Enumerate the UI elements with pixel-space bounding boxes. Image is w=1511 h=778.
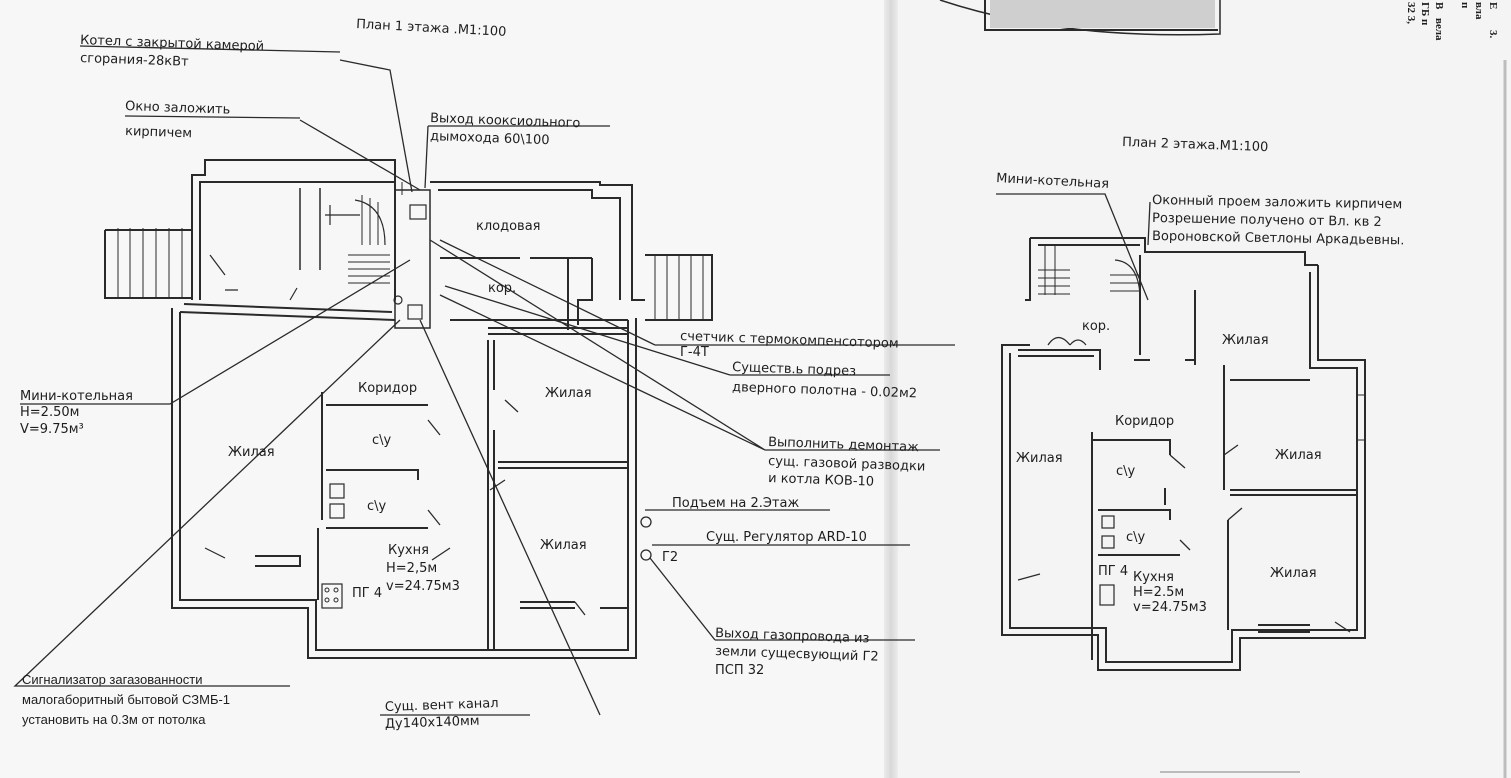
room-living-mid-bottom: Жилая [540,538,587,553]
plan2-callout-mini: Мини-котельная [996,171,1110,192]
room-kitchen-name: Кухня [388,543,429,558]
callout-flue-line2: дымохода 60\100 [430,129,550,148]
callout-door-line2: дверного полотна - 0.02м2 [732,380,917,401]
plan2-callout-window-line2: Розрешение получено от Вл. кв 2 [1152,211,1382,230]
plan2-stove-label: ПГ 4 [1098,564,1128,579]
svg-text:Е: Е [1487,2,1499,9]
callout-mini-line2: Н=2.50м [20,405,79,420]
callout-sensor-line2: малогаборитный бытовой СЗМБ-1 [22,692,230,707]
plan2-callout-window-line3: Вороновской Светлоны Аркадьевны. [1152,229,1405,248]
svg-text:В: В [1433,2,1445,10]
callout-boiler-line2: сгорания-28кВт [80,51,189,70]
plan2-callout-window-line1: Оконный проем заложить кирпичем [1152,193,1402,212]
plan2-room-corridor-small: кор. [1082,319,1110,334]
callout-pipe-line3: ПСП 32 [715,663,764,678]
plan1-text: План 1 этажа .М1:100 Котел с закрытой ка… [20,17,926,732]
room-living-left: Жилая [228,445,275,460]
plan2-text: План 2 этажа.М1:100 Мини-котельная Оконн… [996,135,1405,615]
plan1-leader-lines [13,45,955,716]
callout-mini-line1: Мини-котельная [20,389,133,404]
left-page [0,0,892,778]
callout-g2: Г2 [662,550,678,565]
room-bath1: с\у [372,433,392,448]
margin-text-column1: В вела ГБ п 32 3, [1405,2,1445,41]
callout-dismantle-line3: и котла КОВ-10 [768,471,874,490]
margin-text-column2: Е вла п 3. [1459,2,1499,39]
room-kitchen-height: Н=2,5м [386,561,437,576]
callout-dismantle-line2: сущ. газовой разводки [768,454,926,474]
plan2-room-corridor: Коридор [1115,414,1174,429]
plan1-title: План 1 этажа .М1:100 [356,17,507,40]
plan2-room-living-left: Жилая [1016,451,1063,466]
svg-text:вела: вела [1433,18,1445,41]
room-storage: клодовая [476,219,541,234]
callout-regulator: Сущ. Регулятор ARD-10 [706,530,867,545]
room-corridor-small: кор. [488,281,516,296]
plan2-walls [1001,237,1366,671]
callout-window-line1: Окно заложить [125,99,231,118]
callout-window-line2: кирпичем [125,124,192,141]
callout-meter-line1: счетчик с термокомпенсотором [680,329,899,352]
svg-text:вла: вла [1473,2,1485,20]
callout-vent-line2: Ду140х140мм [385,714,480,732]
plan2-title: План 2 этажа.М1:100 [1122,135,1269,155]
page-gutter [884,0,898,778]
right-page [892,0,1511,778]
callout-vent-line1: Сущ. вент канал [385,696,499,715]
callout-boiler-line1: Котел с закрытой камерой [80,33,265,54]
callout-pipe-line2: земли сущесвующий Г2 [715,644,879,665]
plan2-room-bath1: с\у [1116,464,1136,479]
room-living-mid-top: Жилая [545,386,592,401]
callout-sensor-line3: установить на 0.3м от потолка [22,712,206,727]
stove-label: ПГ 4 [352,586,382,601]
callout-mini-line3: V=9.75м³ [20,422,84,437]
callout-door-line1: Существ.ь подрез [732,360,856,379]
svg-text:32 3,: 32 3, [1405,2,1417,24]
plan2-leader-lines [996,193,1151,301]
room-kitchen-volume: v=24.75м3 [386,579,460,594]
plan1-walls [104,159,713,659]
svg-text:ГБ п: ГБ п [1419,2,1431,26]
callout-dismantle-line1: Выполнить демонтаж [768,435,919,455]
svg-text:3.: 3. [1487,30,1499,39]
plan2-room-kitchen-name: Кухня [1133,570,1174,585]
callout-pipe-line1: Выход газопровода из [715,626,870,646]
callout-sensor-line1: Сигнализатор загазованности [22,672,203,687]
callout-rise: Подъем на 2.Этаж [672,496,799,511]
callout-flue-line1: Выход кооксиольного [430,111,581,131]
svg-text:п: п [1459,2,1471,9]
plan2-room-kitchen-volume: v=24.75м3 [1133,600,1207,615]
plan2-room-living-right2: Жилая [1270,566,1317,581]
room-bath2: с\у [367,499,387,514]
plan2-room-bath2: с\у [1126,530,1146,545]
plan2-room-kitchen-height: Н=2.5м [1133,585,1184,600]
right-margin-rule [1160,60,1507,778]
callout-meter-line2: Г-4Т [680,345,709,360]
page-edge-fragment [939,0,1221,36]
room-corridor: Коридор [358,381,417,396]
plan2-room-living-right1: Жилая [1275,448,1322,463]
plan2-room-living-top: Жилая [1222,333,1269,348]
